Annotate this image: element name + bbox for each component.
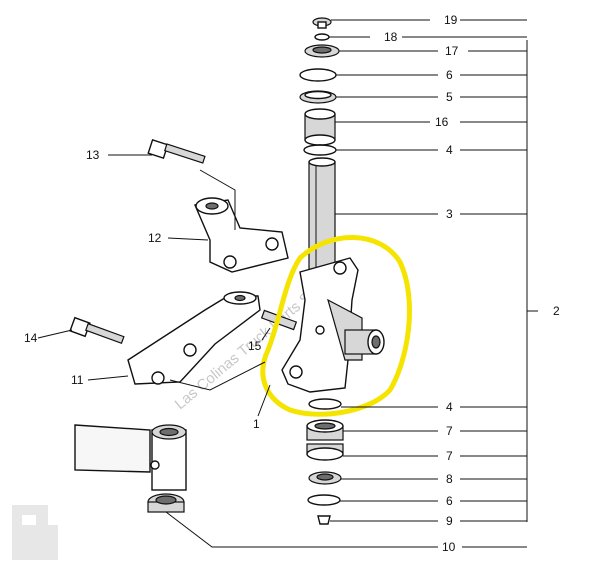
callout-3: 3 <box>446 207 453 221</box>
callout-15: 15 <box>248 339 262 353</box>
callout-13: 13 <box>86 148 100 162</box>
assembly-bracket <box>526 40 538 522</box>
callout-17: 17 <box>445 44 459 58</box>
callout-14: 14 <box>24 331 38 345</box>
callout-4-bottom: 4 <box>446 400 453 414</box>
callout-2: 2 <box>553 304 560 318</box>
part-11-track-arm <box>127 291 261 385</box>
callout-11: 11 <box>71 373 84 387</box>
part-13-bolt <box>147 138 206 164</box>
leader-lines <box>37 19 527 548</box>
part-7-bearing-b <box>306 443 344 461</box>
highlight-outline <box>260 235 412 417</box>
part-16-bushing <box>304 108 336 146</box>
part-1-steering-knuckle <box>260 257 385 393</box>
part-19-cap <box>312 17 332 29</box>
part-3-kingpin <box>308 157 336 273</box>
axle-beam-end <box>74 424 187 491</box>
part-4-ring-bottom <box>308 398 342 410</box>
callout-1: 1 <box>253 417 260 431</box>
callout-7-a: 7 <box>446 424 453 438</box>
callout-12: 12 <box>148 231 162 245</box>
callout-10: 10 <box>442 540 456 554</box>
callout-labels: 19 18 17 6 5 16 4 3 2 13 12 14 15 11 1 4… <box>24 13 560 554</box>
callout-8: 8 <box>446 472 453 486</box>
watermark-logo <box>12 505 58 560</box>
part-9-screw <box>317 515 331 525</box>
part-14-bolt <box>69 316 125 345</box>
callout-5: 5 <box>446 90 453 104</box>
callout-16: 16 <box>435 115 449 129</box>
callout-9: 9 <box>446 514 453 528</box>
part-10-seal <box>147 493 185 513</box>
part-8-thrust-washer <box>308 471 342 485</box>
part-4-ring-top <box>303 144 337 156</box>
callout-6-bottom: 6 <box>446 494 453 508</box>
callout-18: 18 <box>384 30 398 44</box>
callout-7-b: 7 <box>446 449 453 463</box>
callout-19: 19 <box>444 13 458 27</box>
part-7-bearing-a <box>306 419 344 441</box>
part-18-washer <box>314 33 330 41</box>
part-6-circlip-top <box>299 68 337 82</box>
part-17-seal <box>304 44 340 58</box>
part-12-steering-arm <box>193 197 289 273</box>
part-5-washer <box>299 90 337 104</box>
callout-6-top: 6 <box>446 68 453 82</box>
part-6-circlip-bottom <box>307 494 341 506</box>
callout-4-top: 4 <box>446 143 453 157</box>
